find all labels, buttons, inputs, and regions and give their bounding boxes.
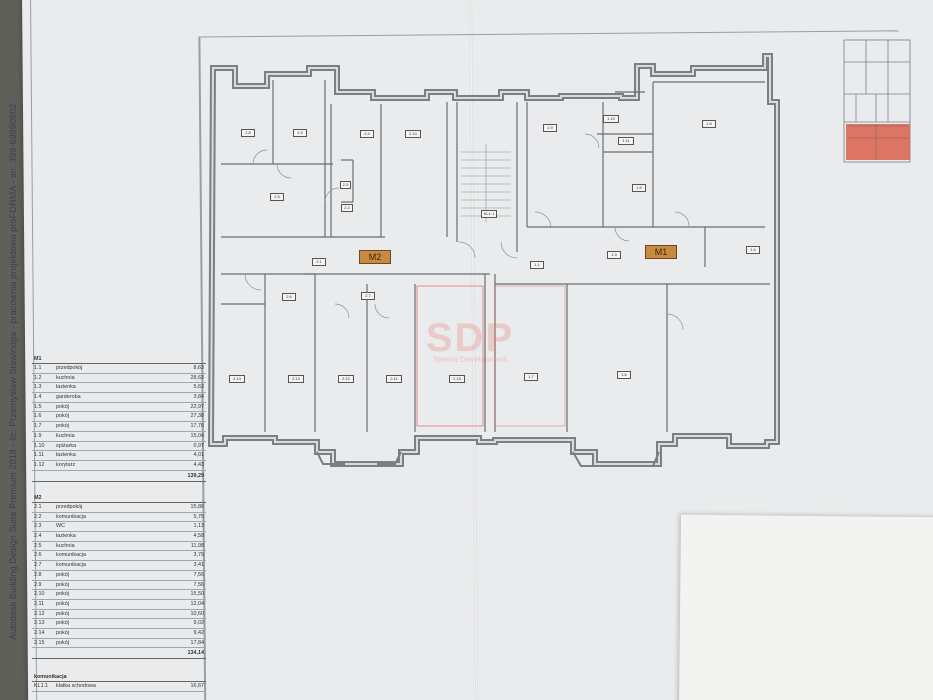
room-tag: 1.4: [746, 246, 760, 254]
table-total: 134,14: [32, 648, 206, 660]
room-tag: 2.4: [360, 130, 374, 138]
room-tag: 2.13: [288, 375, 304, 383]
room-tag: 1.8: [702, 120, 716, 128]
sdp-watermark-logo: SDP Sienna Development: [405, 316, 535, 364]
watermark-text: SDP: [425, 316, 515, 360]
key-plan-thumbnail: [843, 39, 911, 163]
room-tag: 1.5: [632, 184, 646, 192]
overlapping-blank-sheet: [678, 514, 933, 700]
table-title: M2: [32, 494, 206, 503]
software-license-caption: Autodesk Building Design Suite Premium 2…: [8, 103, 18, 640]
room-tag: 2.9: [293, 129, 307, 137]
room-tag: 2.10: [405, 130, 421, 138]
watermark-subtext: Sienna Development: [432, 355, 508, 364]
room-tag: 2.7: [361, 292, 375, 300]
room-tag: KL1.1: [481, 210, 497, 218]
room-tag: 2.11: [386, 375, 402, 383]
room-tag: 1.10: [603, 115, 619, 123]
room-tag: 1.1: [530, 261, 544, 269]
room-tag: 1.7: [524, 373, 538, 381]
room-tag: 2.14: [229, 375, 245, 383]
table-total: 139,29: [32, 471, 206, 482]
room-tag: 2.6: [282, 293, 296, 301]
key-plan-highlight: [846, 124, 910, 160]
room-tag: 1.6: [617, 371, 631, 379]
room-tag: 2.12: [338, 375, 354, 383]
room-tag: 2.3: [340, 181, 351, 189]
room-tag: 2.8: [241, 129, 255, 137]
frame-border-top: [198, 30, 899, 38]
room-tag: 1.9: [543, 124, 557, 132]
room-tag: 1.3: [607, 251, 621, 259]
table-title: komunikacja: [32, 673, 206, 682]
floor-plan-drawing: [207, 53, 780, 467]
unit-label-m1: M1: [645, 245, 677, 259]
room-tag: 2.15: [449, 375, 465, 383]
room-tag: 2.2: [341, 204, 353, 212]
unit-label-m2: M2: [359, 250, 391, 264]
room-tag: 2.5: [270, 193, 284, 201]
table-title: M1: [32, 355, 206, 364]
room-tag: 2.1: [312, 258, 326, 266]
room-tag: 1.11: [618, 137, 634, 145]
